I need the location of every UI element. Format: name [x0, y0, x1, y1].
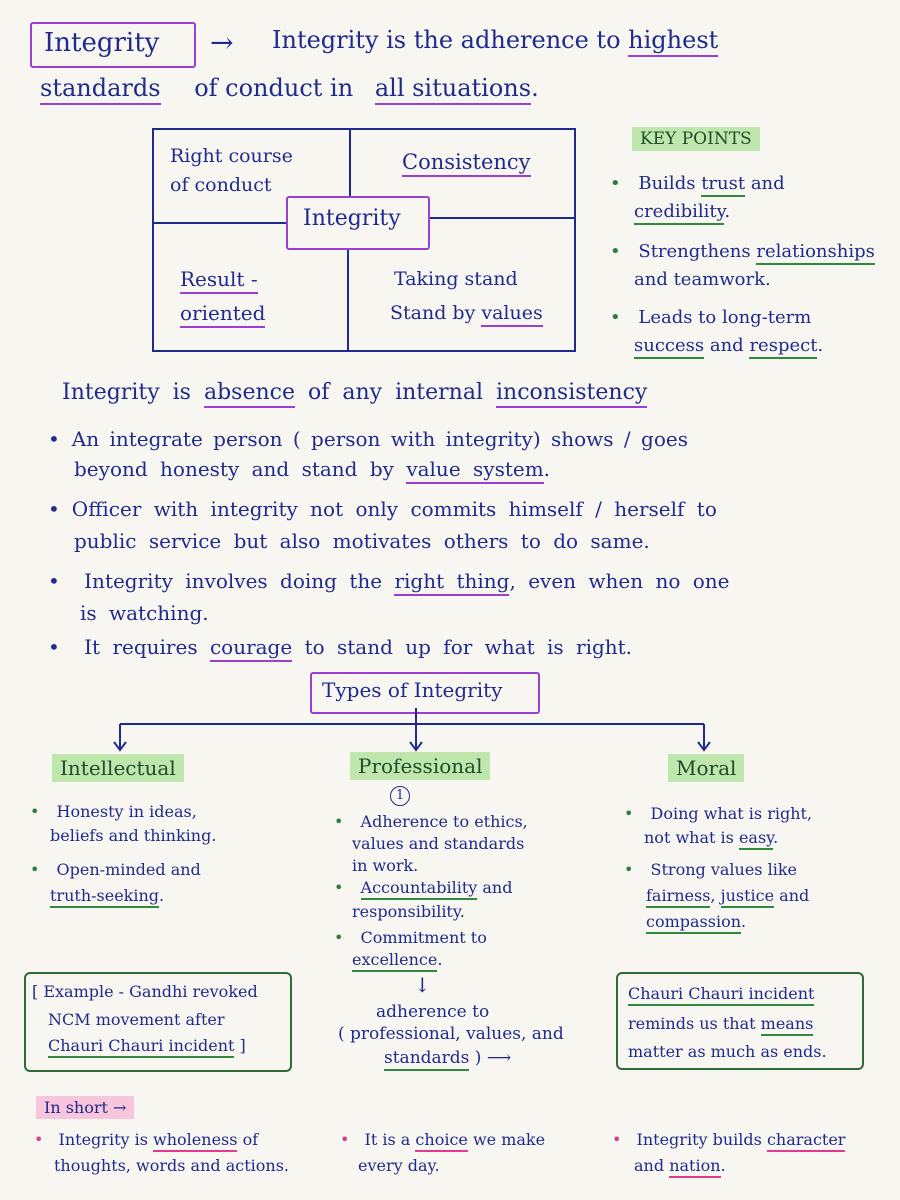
intellectual-item-2: Open-minded and — [30, 858, 201, 882]
professional-item-3: Commitment to — [334, 926, 487, 950]
bullet-2-line-1: Officer with integrity not only commits … — [48, 496, 717, 523]
professional-item-1-cont-1: values and standards — [352, 834, 525, 853]
bullet-1-line-2: beyond honesty and stand by value system… — [74, 456, 550, 484]
moral-item-1-cont: not what is easy. — [644, 826, 778, 850]
intellectual-item-1-cont: beliefs and thinking. — [50, 826, 217, 845]
adherence-line-2: ( professional, values, and — [338, 1024, 564, 1044]
in-short-2-cont: every day. — [358, 1156, 440, 1175]
definition-line-1: Integrity is the adherence to highest — [272, 24, 719, 57]
title-text: Integrity — [44, 28, 160, 58]
key-point-2-cont: and teamwork. — [634, 269, 771, 290]
moral-item-2-cont-2: compassion. — [646, 910, 746, 934]
grid-top-right: Consistency — [402, 148, 531, 177]
moral-heading: Moral — [668, 754, 745, 782]
grid-top-left: Right course of conduct — [170, 145, 293, 196]
in-short-1-cont: thoughts, words and actions. — [54, 1156, 289, 1175]
professional-item-2-cont: responsibility. — [352, 902, 465, 921]
in-short-3-cont: and nation. — [634, 1154, 726, 1178]
key-point-3-cont: success and respect. — [634, 332, 823, 359]
example-line-3: Chauri Chauri incident ] — [48, 1034, 246, 1058]
moral-item-2: Strong values like — [624, 858, 797, 882]
bullet-2-line-2: public service but also motivates others… — [74, 529, 650, 553]
chauri-line-3: matter as much as ends. — [628, 1042, 827, 1061]
in-short-label: In short → — [36, 1096, 135, 1120]
professional-item-1-cont-2: in work. — [352, 856, 419, 875]
moral-item-2-cont-1: fairness, justice and — [646, 884, 809, 908]
professional-item-2: Accountability and — [334, 876, 512, 900]
absence-line: Integrity is absence of any internal inc… — [62, 378, 648, 408]
intellectual-item-2-cont: truth-seeking. — [50, 884, 164, 908]
types-title-box — [310, 672, 540, 714]
in-short-1: Integrity is wholeness of — [34, 1128, 258, 1152]
key-point-3: Leads to long-term — [610, 304, 811, 331]
professional-down-arrow-icon: ↓ — [414, 973, 431, 997]
bullet-3-line-1: Integrity involves doing the right thing… — [48, 568, 730, 596]
key-point-1-cont: credibility. — [634, 198, 730, 225]
example-line-1: [ Example - Gandhi revoked — [32, 982, 258, 1001]
bullet-4: It requires courage to stand up for what… — [48, 634, 632, 662]
adherence-line-1: adherence to — [376, 1002, 490, 1022]
definition-line-2: standards of conduct in all situations. — [40, 72, 539, 105]
grid-center-box — [286, 196, 430, 250]
key-point-2: Strengthens relationships — [610, 238, 875, 265]
types-tree-connector — [113, 708, 711, 752]
moral-item-1: Doing what is right, — [624, 802, 813, 826]
in-short-3: Integrity builds character — [612, 1128, 846, 1152]
intellectual-heading: Intellectual — [52, 754, 184, 782]
key-points-title: KEY POINTS — [632, 127, 760, 151]
in-short-2: It is a choice we make — [340, 1128, 545, 1152]
professional-item-3-cont: excellence. — [352, 948, 442, 972]
grid-center-label: Integrity — [303, 206, 401, 231]
bullet-3-line-2: is watching. — [80, 601, 209, 625]
example-box — [24, 972, 292, 1072]
key-point-1: Builds trust and — [610, 170, 785, 199]
grid-bottom-right: Taking stand Stand by values — [390, 262, 543, 330]
adherence-line-3: standards ) ⟶ — [384, 1046, 511, 1072]
chauri-line-2: reminds us that means — [628, 1012, 814, 1036]
chauri-line-1: Chauri Chauri incident — [628, 982, 815, 1006]
integrity-grid — [152, 128, 576, 352]
intellectual-item-1: Honesty in ideas, — [30, 800, 197, 825]
professional-item-1: Adherence to ethics, — [334, 810, 528, 834]
professional-heading: Professional — [350, 752, 491, 780]
title-box — [30, 22, 196, 68]
bullet-1-line-1: An integrate person ( person with integr… — [48, 426, 688, 453]
title-arrow-icon: → — [210, 26, 234, 59]
chauri-box — [616, 972, 864, 1070]
grid-bottom-left: Result - oriented — [180, 262, 266, 330]
example-line-2: NCM movement after — [48, 1010, 225, 1029]
types-title: Types of Integrity — [322, 678, 503, 702]
professional-marker: 1 — [390, 786, 410, 806]
